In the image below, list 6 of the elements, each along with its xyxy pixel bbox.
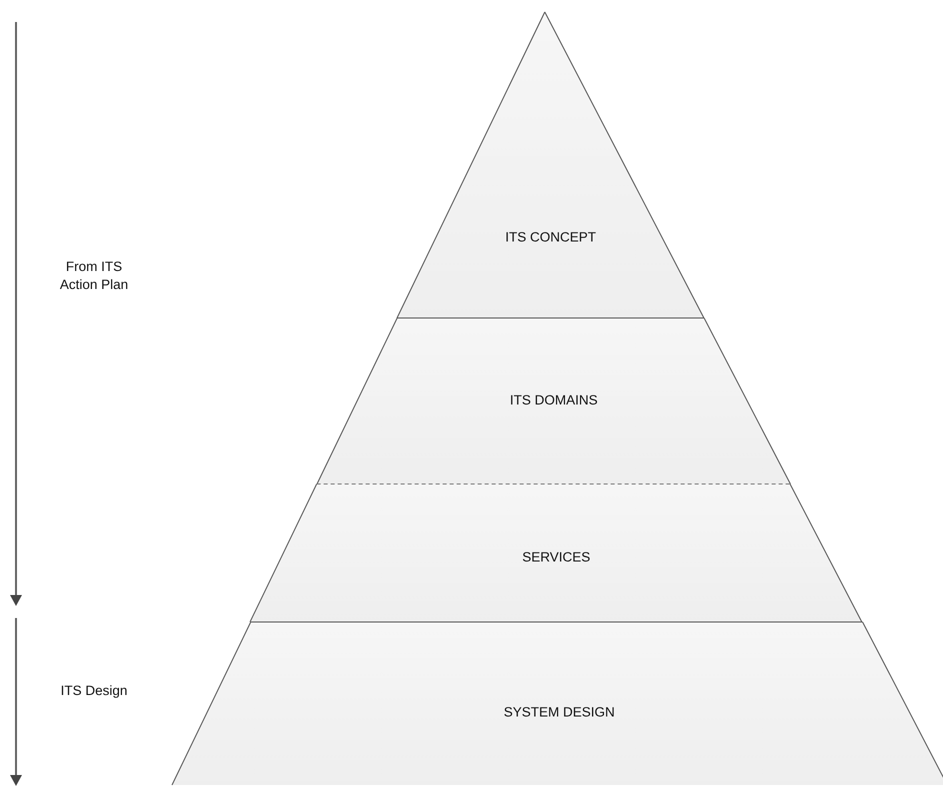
side-label: ITS Design xyxy=(60,682,128,700)
layer-label: ITS DOMAINS xyxy=(508,392,599,408)
layer-label: SERVICES xyxy=(521,550,592,564)
layer-label: SYSTEM DESIGN xyxy=(502,704,616,720)
layer-label: ITS CONCEPT xyxy=(504,230,598,244)
side-label: From ITS Action Plan xyxy=(58,258,130,294)
